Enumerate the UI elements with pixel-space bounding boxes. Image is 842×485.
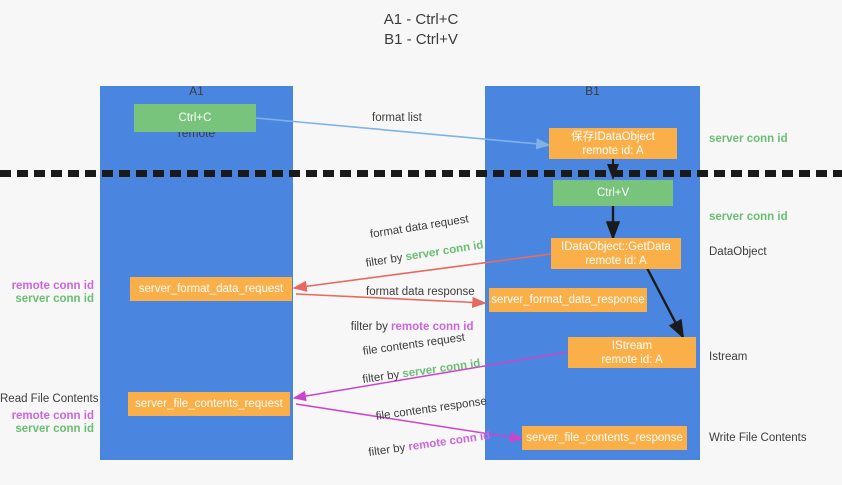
- label-format-data-request-filter-prefix: filter by: [364, 251, 407, 270]
- column-header-b1-name: B1: [585, 84, 600, 98]
- label-file-contents-request-filter-key: server conn id: [401, 357, 482, 381]
- box-ctrl-c[interactable]: Ctrl+C: [134, 104, 256, 132]
- note-istream: Istream: [709, 351, 748, 363]
- note-server-conn-id-lower: server conn id: [15, 423, 94, 435]
- column-header-a1-name: A1: [189, 84, 204, 98]
- box-idataobject-getdata[interactable]: IDataObject::GetData remote id: A: [551, 238, 681, 269]
- box-idataobject-getdata-line1: IDataObject::GetData: [561, 240, 671, 253]
- label-format-data-response: format data response: [366, 286, 475, 298]
- label-file-contents-request-filter-prefix: filter by: [361, 368, 404, 386]
- box-save-idataobject-line1: 保存IDataObject: [571, 130, 655, 143]
- note-dataobject: DataObject: [709, 246, 767, 258]
- box-server-format-data-request-label: server_format_data_request: [138, 283, 284, 295]
- box-istream[interactable]: IStream remote id: A: [568, 337, 696, 368]
- box-ctrl-c-label: Ctrl+C: [178, 112, 212, 124]
- note-server-conn-id-top: server conn id: [709, 133, 788, 145]
- box-server-format-data-response[interactable]: server_format_data_response: [489, 288, 647, 312]
- label-file-contents-response-filter: filter by remote conn id: [353, 415, 493, 475]
- page-title: A1 - Ctrl+C B1 - Ctrl+V: [383, 11, 459, 48]
- box-save-idataobject[interactable]: 保存IDataObject remote id: A: [549, 128, 677, 159]
- box-idataobject-getdata-line2: remote id: A: [585, 254, 647, 267]
- label-format-data-response-filter-key: remote conn id: [391, 321, 474, 333]
- note-remote-conn-id-lower: remote conn id: [11, 410, 94, 422]
- label-format-data-response-filter-prefix: filter by: [350, 321, 392, 333]
- box-istream-line2: remote id: A: [601, 353, 663, 366]
- phase-divider: [0, 170, 842, 177]
- label-format-list: format list: [372, 112, 422, 124]
- label-file-contents-response-filter-key: remote conn id: [407, 429, 491, 454]
- note-write-file-contents: Write File Contents: [709, 432, 807, 444]
- box-server-file-contents-request[interactable]: server_file_contents_request: [128, 392, 290, 416]
- note-read-file-contents: Read File Contents: [0, 393, 99, 405]
- label-format-data-request-filter-key: server conn id: [404, 239, 485, 264]
- box-server-file-contents-response[interactable]: server_file_contents_response: [522, 426, 687, 450]
- box-ctrl-v[interactable]: Ctrl+V: [553, 180, 673, 206]
- box-server-file-contents-request-label: server_file_contents_request: [135, 398, 283, 410]
- box-istream-line1: IStream: [611, 339, 653, 352]
- note-server-conn-id-second: server conn id: [709, 211, 788, 223]
- label-file-contents-response-filter-prefix: filter by: [367, 441, 410, 459]
- box-ctrl-v-label: Ctrl+V: [596, 187, 630, 199]
- note-server-conn-id-upper: server conn id: [15, 293, 94, 305]
- box-server-file-contents-response-label: server_file_contents_response: [526, 432, 683, 444]
- box-server-format-data-request[interactable]: server_format_data_request: [130, 277, 292, 301]
- box-save-idataobject-line2: remote id: A: [582, 144, 644, 157]
- box-server-format-data-response-label: server_format_data_response: [491, 294, 645, 306]
- note-remote-conn-id-upper: remote conn id: [11, 280, 94, 292]
- label-format-data-response-filter: filter by remote conn id: [338, 306, 474, 348]
